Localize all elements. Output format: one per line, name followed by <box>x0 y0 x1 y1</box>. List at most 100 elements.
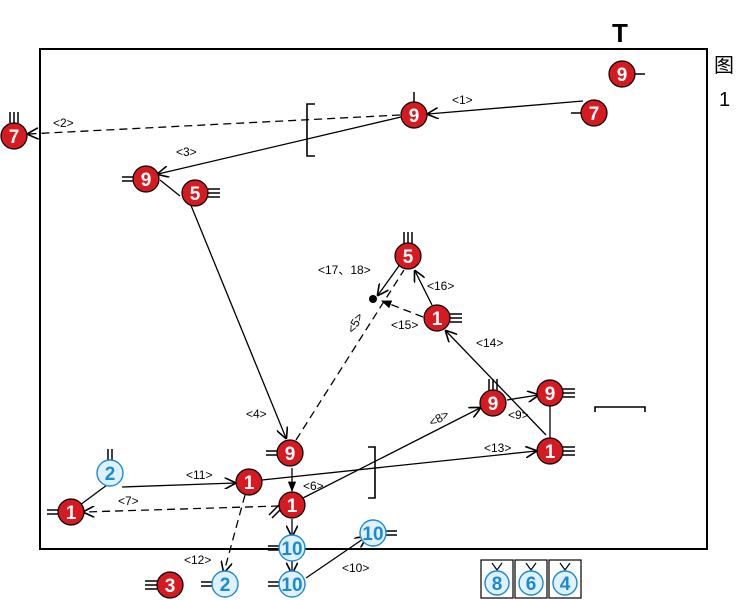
node-circle <box>132 165 160 193</box>
top-t-mark: T <box>612 18 628 48</box>
edge-label: <14> <box>476 336 503 350</box>
node-circle <box>536 379 564 407</box>
edge-7 <box>84 505 280 512</box>
edge-labels: <1><2><3><4><5><6><7><8><9><10><11><12><… <box>53 93 529 575</box>
node-circle <box>278 570 306 598</box>
node-n10-right: 10 <box>359 519 397 547</box>
node-circle <box>211 570 239 598</box>
node-circle <box>423 304 451 332</box>
edge-15 <box>381 300 424 318</box>
node-circle <box>181 179 209 207</box>
node-circle <box>278 491 306 519</box>
edge-label: <6> <box>303 479 324 493</box>
node-circle <box>235 468 263 496</box>
node-circle <box>96 459 124 487</box>
node-n5-center: 5 <box>394 232 422 270</box>
legend-box-4: 4 <box>548 559 582 599</box>
edge-16 <box>415 271 433 306</box>
node-number: 9 <box>617 65 628 86</box>
node-n9-topright: 9 <box>608 60 645 88</box>
node-number: 1 <box>545 442 556 463</box>
node-number: 9 <box>545 384 556 405</box>
node-circle <box>536 437 564 465</box>
node-circle <box>400 101 428 129</box>
node-n1-leftbottom: 1 <box>47 498 85 526</box>
node-n10-bottom: 10 <box>268 570 306 598</box>
edge-label: <16> <box>427 279 454 293</box>
edge-label: <12> <box>184 553 211 567</box>
edge-3 <box>158 116 402 174</box>
edge-5-left <box>159 179 181 197</box>
divider-right <box>594 406 646 412</box>
node-n7-left: 7 <box>0 112 28 150</box>
node-number: 9 <box>409 106 420 127</box>
figure-label-num: 1 <box>719 89 730 111</box>
node-number: 9 <box>285 444 296 465</box>
edge-label: <10> <box>342 561 369 575</box>
node-number: 3 <box>165 576 176 597</box>
node-number: 7 <box>9 127 20 148</box>
node-n3-bottom: 3 <box>145 571 184 599</box>
edge-label: <13> <box>484 441 511 455</box>
node-number: 10 <box>362 524 383 545</box>
bracket-upper <box>306 103 315 157</box>
edge-label: <5> <box>344 311 366 336</box>
bracket-lower <box>368 446 376 499</box>
edge-label: <1> <box>452 93 473 107</box>
node-number: 10 <box>281 539 302 560</box>
edge-10 <box>305 537 366 579</box>
legend-number: 8 <box>492 574 503 595</box>
node-number: 9 <box>488 394 499 415</box>
node-circle <box>580 99 608 127</box>
node-n1-center: 1 <box>423 304 462 332</box>
node-number: 5 <box>403 247 414 268</box>
node-n1-lower: 1 <box>268 491 306 519</box>
edge-2 <box>28 114 401 134</box>
edge-label: <8> <box>427 407 452 429</box>
edge-12 <box>224 494 246 572</box>
main-frame <box>39 48 708 550</box>
edge-13 <box>261 451 536 481</box>
edge-label: <4> <box>246 407 267 421</box>
legend-number: 6 <box>526 574 537 595</box>
node-number: 10 <box>281 575 302 596</box>
node-number: 1 <box>244 473 255 494</box>
node-circle <box>278 534 306 562</box>
edge-label: <7> <box>118 494 139 508</box>
node-n5-left: 5 <box>181 179 220 207</box>
node-n9-right: 9 <box>479 379 507 417</box>
node-n1-mid: 1 <box>235 468 263 496</box>
node-n9-bottom: 9 <box>266 439 304 467</box>
node-circle <box>479 389 507 417</box>
node-circle <box>276 439 304 467</box>
node-n1-right: 1 <box>536 437 575 465</box>
edge-14 <box>446 331 547 436</box>
legend-box-8: 8 <box>480 559 514 599</box>
edge-label: <3> <box>176 145 197 159</box>
node-n9-midright: 9 <box>536 379 575 407</box>
node-circle <box>57 498 85 526</box>
edge-label: <15> <box>391 318 418 332</box>
edge-8 <box>302 408 480 499</box>
edge-11 <box>121 483 235 487</box>
node-circle <box>0 122 28 150</box>
node-n2-blue-top: 2 <box>96 449 124 487</box>
node-n2-blue-bottom: 2 <box>201 570 239 598</box>
legend-box-6: 6 <box>514 559 548 599</box>
edges <box>28 100 584 579</box>
node-n9-left: 9 <box>122 165 160 193</box>
node-number: 1 <box>432 309 443 330</box>
node-number: 9 <box>141 170 152 191</box>
node-n9-top: 9 <box>400 92 428 129</box>
node-circle <box>608 60 636 88</box>
edge-2-blue <box>79 484 108 506</box>
figure-label-char: 图 <box>714 55 734 77</box>
node-number: 1 <box>287 496 298 517</box>
node-number: 1 <box>66 503 77 524</box>
node-number: 2 <box>220 575 231 596</box>
node-circle <box>394 242 422 270</box>
node-number: 5 <box>190 184 201 205</box>
